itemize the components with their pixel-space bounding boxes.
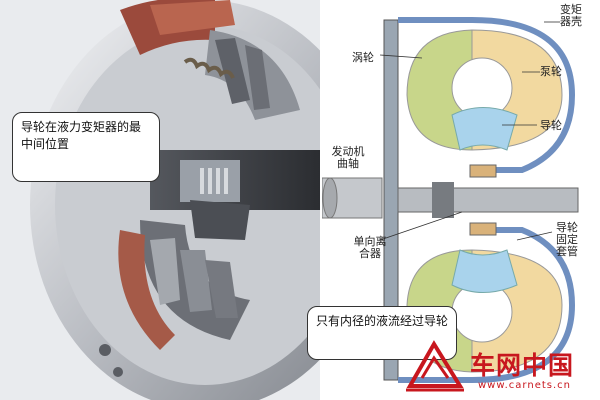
turbine-shaft — [397, 187, 579, 213]
bolt — [113, 367, 123, 377]
upper-blades — [205, 30, 300, 120]
torque-converter-schematic — [322, 17, 579, 383]
housing-upper — [398, 17, 576, 173]
torque-converter-cutaway — [30, 0, 320, 400]
crankshaft-end — [322, 177, 338, 219]
label-stator: 导轮 — [540, 119, 562, 132]
cutaway-photo — [0, 0, 320, 400]
spline-teeth — [200, 168, 228, 194]
label-one-way-clutch: 单向离合器 — [353, 235, 387, 260]
brand-name: 车网中国 — [470, 351, 575, 380]
housing-lower — [398, 227, 576, 383]
stator-lower — [451, 249, 518, 293]
brand-url: www.carnets.cn — [478, 380, 571, 391]
schematic-diagram: 变矩器壳 涡轮 泵轮 导轮 发动机曲轴 单向离合器 导轮固定套管 — [322, 0, 600, 400]
label-stator-tube: 导轮固定套管 — [556, 221, 578, 258]
callout-stator-position: 导轮在液力变矩器的最中间位置 — [12, 112, 160, 182]
stator-upper — [451, 107, 518, 151]
friction-lining — [150, 0, 235, 35]
label-turbine: 涡轮 — [352, 51, 374, 64]
brand-logo-icon — [406, 340, 464, 392]
leader-lines — [379, 21, 560, 241]
one-way-clutch-upper — [469, 164, 497, 178]
label-housing: 变矩器壳 — [560, 3, 582, 28]
callout-inner-flow: 只有内径的液流经过导轮 — [307, 306, 457, 360]
label-crankshaft: 发动机曲轴 — [331, 145, 365, 170]
stator-block — [190, 200, 250, 240]
bolt — [99, 344, 111, 356]
label-pump: 泵轮 — [540, 65, 562, 78]
damper-spring — [183, 57, 235, 79]
one-way-clutch-lower — [469, 222, 497, 236]
lower-blades — [118, 220, 250, 350]
shaft-collar — [432, 182, 454, 218]
